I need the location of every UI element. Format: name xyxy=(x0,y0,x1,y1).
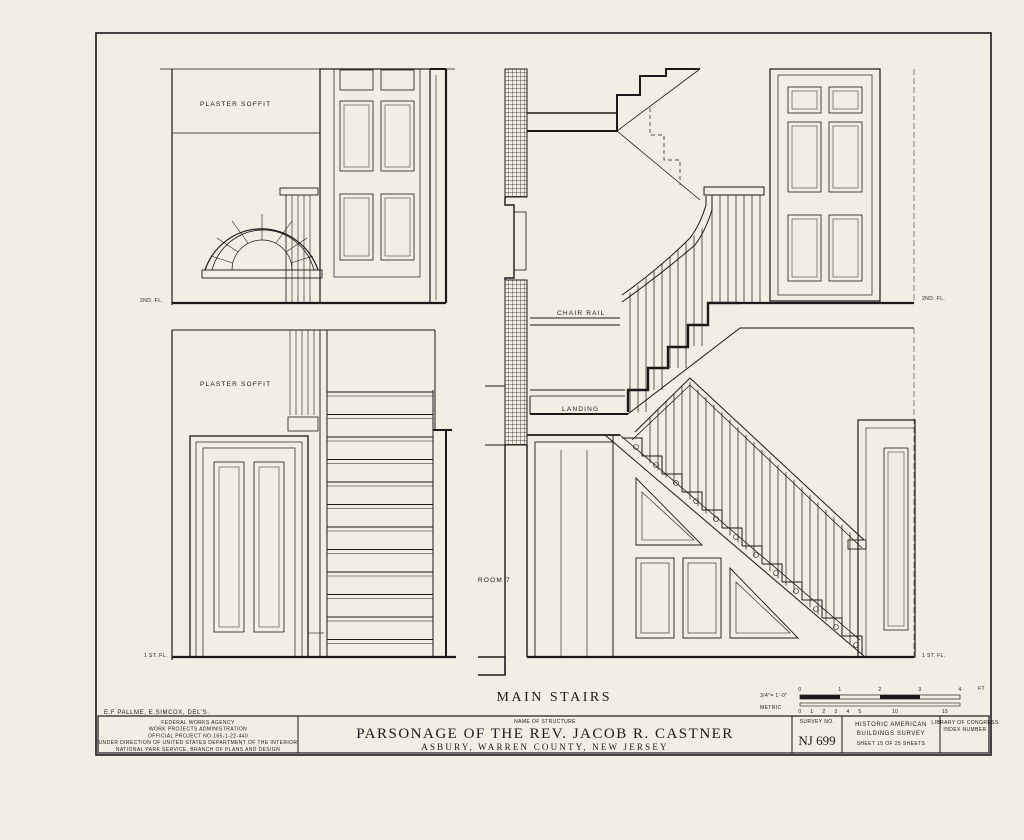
lower-balusters xyxy=(649,382,851,644)
label-1st-floor-left: 1 ST. FL. xyxy=(144,653,168,659)
scale-tick-label: 4 xyxy=(958,687,961,693)
fanlight-window xyxy=(201,214,323,279)
scale-tick-label: 3 xyxy=(918,687,921,693)
stair-tread xyxy=(682,491,703,510)
label-landing: LANDING xyxy=(562,406,599,413)
upper-left-elevation xyxy=(160,68,455,305)
scale-tick-label: 4 xyxy=(846,709,849,715)
scale-tick-label: 15 xyxy=(942,709,948,715)
agency-line: OFFICIAL PROJECT NO.165-1-22-440 xyxy=(148,733,248,739)
scroll-bracket xyxy=(633,444,639,450)
library-line-1: LIBRARY OF CONGRESS xyxy=(931,720,998,726)
label-room: ROOM 7 xyxy=(478,577,511,584)
upper-balusters xyxy=(629,195,761,412)
delineators: E.F PALLME, E.SIMCOX, DEL'S. xyxy=(104,710,210,716)
scroll-bracket xyxy=(833,624,839,630)
scroll-bracket xyxy=(813,606,819,612)
scale-tick-label: 3 xyxy=(834,709,837,715)
scale-tick-label: 1 xyxy=(838,687,841,693)
stair-tread xyxy=(722,527,743,546)
scroll-bracket xyxy=(713,516,719,522)
scale-tick-label: 5 xyxy=(858,709,861,715)
scale-tick-label: 0 xyxy=(798,709,801,715)
stair-tread xyxy=(622,437,643,456)
survey-caption: SURVEY NO. xyxy=(800,719,835,725)
structure-location: ASBURY, WARREN COUNTY, NEW JERSEY xyxy=(421,742,668,752)
scale-tick-label: 10 xyxy=(892,709,898,715)
scale-tick-label: 1 xyxy=(810,709,813,715)
stair-tread xyxy=(842,635,863,654)
structure-name: PARSONAGE OF THE REV. JACOB R. CASTNER xyxy=(356,726,734,742)
scale-feet-ticks: 0 1 2 3 4 xyxy=(798,687,961,693)
scroll-bracket xyxy=(733,534,739,540)
stair-tread xyxy=(762,563,783,582)
sheet-number: SHEET 15 OF 25 SHEETS xyxy=(857,741,926,747)
scale-tick-label: 0 xyxy=(798,687,801,693)
wall-section xyxy=(478,68,528,676)
stair-tread xyxy=(802,599,823,618)
scale-tick-label: 2 xyxy=(878,687,881,693)
lower-left-elevation xyxy=(171,329,456,660)
upper-left-door xyxy=(319,68,448,304)
agency-line: FEDERAL WORKS AGENCY xyxy=(161,720,235,726)
scale-tick-label: 2 xyxy=(822,709,825,715)
sheet-border xyxy=(95,32,992,756)
label-1st-floor-right: 1 ST. FL. xyxy=(922,653,946,659)
scroll-bracket xyxy=(653,462,659,468)
label-plaster-soffit-upper: PLASTER SOFFIT xyxy=(200,101,271,108)
habs-line-2: BUILDINGS SURVEY xyxy=(857,731,925,737)
view-title: MAIN STAIRS xyxy=(497,690,612,705)
agency-line: NATIONAL PARK SERVICE, BRANCH OF PLANS A… xyxy=(116,747,280,753)
lower-right-elevation xyxy=(527,327,916,659)
agency-line: WORK PROJECTS ADMINISTRATION xyxy=(149,727,247,733)
structure-caption: NAME OF STRUCTURE xyxy=(514,719,576,725)
scroll-bracket xyxy=(753,552,759,558)
scroll-bracket xyxy=(673,480,679,486)
scale-imperial-label: 3/4"= 1'-0" xyxy=(760,693,787,699)
stair-risers xyxy=(327,391,433,644)
survey-number: NJ 699 xyxy=(798,733,835,748)
scale-feet-unit: FT xyxy=(978,686,985,692)
lower-left-door xyxy=(189,435,309,658)
label-2nd-floor-left: 2ND. FL. xyxy=(140,298,163,304)
stair-tread xyxy=(642,455,663,474)
habs-line-1: HISTORIC AMERICAN xyxy=(855,722,927,728)
scale-metric-ticks: 0 1 2 3 4 5 10 15 xyxy=(798,709,948,715)
label-2nd-floor-right: 2ND. FL. xyxy=(922,296,945,302)
scroll-bracket xyxy=(793,588,799,594)
agency-line: UNDER DIRECTION OF UNITED STATES DEPARTM… xyxy=(99,740,298,746)
graphic-scale: 3/4"= 1'-0" METRIC 0 1 2 3 4 FT 0 1 2 3 4 5 10 15 xyxy=(760,686,985,715)
scroll-bracket xyxy=(773,570,779,576)
scale-metric-label: METRIC xyxy=(760,705,782,711)
library-line-2: INDEX NUMBER xyxy=(943,727,986,733)
scroll-bracket xyxy=(693,498,699,504)
label-chair-rail: CHAIR RAIL xyxy=(557,310,605,317)
label-plaster-soffit-lower: PLASTER SOFFIT xyxy=(200,381,271,388)
upper-right-elevation xyxy=(527,68,915,415)
